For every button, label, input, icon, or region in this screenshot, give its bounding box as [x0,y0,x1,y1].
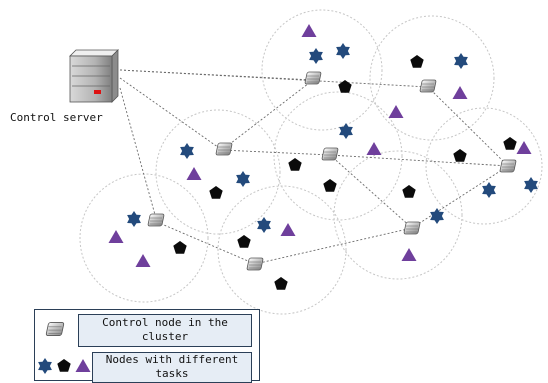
triangle-node-icon [75,359,91,372]
star-node-icon [38,358,52,374]
pentagon-node-icon[interactable] [288,158,302,171]
control-node-icon[interactable] [321,147,339,161]
pentagon-node-icon[interactable] [173,241,187,254]
link-line [221,79,314,151]
star-node-icon[interactable] [339,123,353,139]
star-node-icon[interactable] [309,48,323,64]
star-node-icon[interactable] [336,43,350,59]
pentagon-nodes [173,55,517,290]
triangle-node-icon[interactable] [280,223,296,236]
control-node-icon[interactable] [419,79,437,93]
link-line [427,86,509,167]
star-node-icon[interactable] [180,143,194,159]
star-node-icon[interactable] [257,217,271,233]
link-line [119,77,223,151]
triangle-node-icon[interactable] [452,86,468,99]
control-node-icon[interactable] [304,71,322,85]
triangle-nodes [108,24,532,267]
pentagon-node-icon[interactable] [453,149,467,162]
control-server[interactable]: Control server [10,49,119,124]
triangle-node-icon[interactable] [516,141,532,154]
pentagon-node-icon [57,359,71,372]
legend-nodes-label: Nodes with different tasks [92,352,252,383]
link-line [329,154,413,229]
cluster-circle [273,91,403,221]
star-node-icon[interactable] [482,182,496,198]
pentagon-node-icon[interactable] [503,137,517,150]
control-node-icon[interactable] [403,221,421,235]
control-node-icon[interactable] [215,142,233,156]
star-nodes [127,43,538,233]
cluster-circle [261,9,383,131]
control-node-icon[interactable] [246,257,264,271]
triangle-node-icon[interactable] [301,24,317,37]
triangle-node-icon[interactable] [366,142,382,155]
cluster-circle [369,15,495,141]
link-line [254,227,413,265]
link-line [156,221,256,265]
cluster-circle [155,109,281,235]
legend-control-node-icon [45,321,65,337]
link-line [119,87,158,223]
link-line [119,69,429,88]
star-node-icon[interactable] [430,208,444,224]
legend-control-node-label: Control node in the cluster [78,314,252,347]
cluster-circles [79,9,543,315]
cluster-circle [79,173,209,303]
link-line [329,154,509,167]
link-line [411,165,509,229]
triangle-node-icon[interactable] [108,230,124,243]
pentagon-node-icon[interactable] [323,179,337,192]
control-nodes [147,71,517,271]
server-icon [69,49,119,103]
control-node-icon[interactable] [147,213,165,227]
pentagon-node-icon[interactable] [274,277,288,290]
pentagon-node-icon[interactable] [209,186,223,199]
pentagon-node-icon[interactable] [410,55,424,68]
triangle-node-icon[interactable] [401,248,417,261]
cluster-circle [425,107,543,225]
pentagon-node-icon[interactable] [237,235,251,248]
connection-links [119,69,509,265]
pentagon-node-icon[interactable] [402,185,416,198]
link-line [221,149,331,156]
control-node-icon[interactable] [499,159,517,173]
star-node-icon[interactable] [127,211,141,227]
star-node-icon[interactable] [524,177,538,193]
triangle-node-icon[interactable] [135,254,151,267]
legend-task-icons [38,358,91,374]
control-server-label: Control server [10,111,103,124]
triangle-node-icon[interactable] [388,105,404,118]
triangle-node-icon[interactable] [186,167,202,180]
star-node-icon[interactable] [454,53,468,69]
cluster-circle [217,185,347,315]
star-node-icon[interactable] [236,171,250,187]
cluster-circle [333,150,463,280]
